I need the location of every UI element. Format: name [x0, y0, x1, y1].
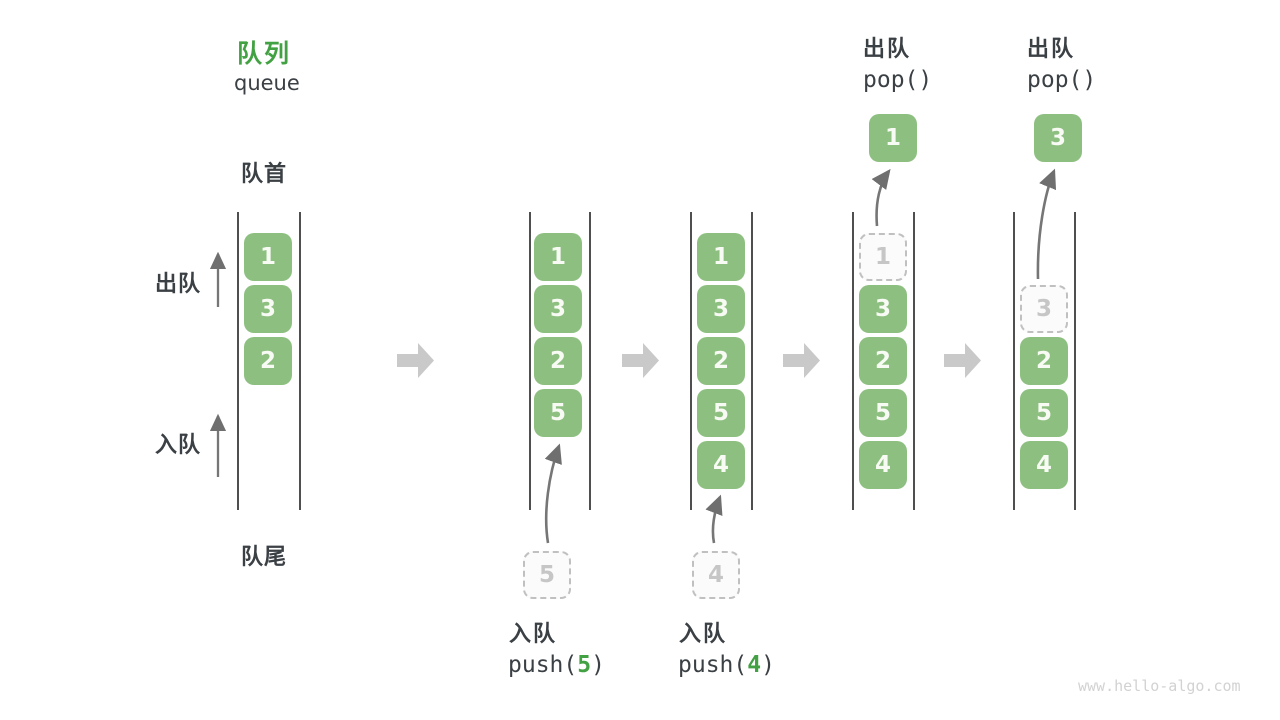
- push5-curve-arrow-icon: [544, 443, 562, 544]
- page-subtitle: queue: [234, 71, 300, 95]
- queue-cell: 1: [534, 233, 582, 281]
- op-push5-code-open: push(: [508, 652, 578, 678]
- flow-arrow-icon: [783, 343, 820, 378]
- queue-cell: 2: [534, 337, 582, 385]
- label-queue-rear: 队尾: [241, 545, 288, 570]
- queue-channel-line: [1013, 212, 1015, 510]
- ghost-cell: 3: [1020, 285, 1068, 333]
- op-push5-code-close: ): [591, 652, 605, 678]
- queue-channel-line: [299, 212, 301, 510]
- ghost-cell: 1: [859, 233, 907, 281]
- popped-cell: 1: [869, 114, 917, 162]
- op-push4-code: push(4): [678, 652, 775, 678]
- page-title: 队列: [237, 39, 292, 68]
- queue-cell: 1: [244, 233, 292, 281]
- queue-channel-line: [751, 212, 753, 510]
- queue-cell: 2: [244, 337, 292, 385]
- op-push5-code: push(5): [508, 652, 605, 678]
- queue-cell: 3: [697, 285, 745, 333]
- queue-cell: 4: [697, 441, 745, 489]
- queue-cell: 4: [1020, 441, 1068, 489]
- flow-arrow-icon: [397, 343, 434, 378]
- op-pop1-label: 出队: [863, 37, 912, 62]
- op-push5-arg: 5: [577, 652, 592, 678]
- queue-cell: 3: [534, 285, 582, 333]
- queue-cell: 2: [1020, 337, 1068, 385]
- queue-cell: 5: [1020, 389, 1068, 437]
- incoming-cell: 4: [692, 551, 740, 599]
- queue-channel-line: [589, 212, 591, 510]
- pop1-curve-arrow-icon: [871, 168, 891, 227]
- queue-cell: 5: [697, 389, 745, 437]
- incoming-cell: 5: [523, 551, 571, 599]
- queue-channel-line: [237, 212, 239, 510]
- op-push4-code-close: ): [761, 652, 775, 678]
- label-enqueue-side: 入队: [155, 433, 202, 458]
- op-pop1-code: pop(): [863, 67, 933, 93]
- queue-cell: 2: [697, 337, 745, 385]
- watermark: www.hello-algo.com: [1078, 677, 1241, 695]
- queue-cell: 2: [859, 337, 907, 385]
- queue-cell: 5: [859, 389, 907, 437]
- popped-cell: 3: [1034, 114, 1082, 162]
- label-dequeue-side: 出队: [155, 272, 202, 297]
- op-push4-arg: 4: [747, 652, 762, 678]
- op-push4-label: 入队: [679, 622, 728, 647]
- queue-channel-line: [690, 212, 692, 510]
- queue-cell: 5: [534, 389, 582, 437]
- queue-cell: 4: [859, 441, 907, 489]
- op-push5-label: 入队: [509, 622, 558, 647]
- flow-arrow-icon: [944, 343, 981, 378]
- queue-cell: 3: [859, 285, 907, 333]
- op-push4-code-open: push(: [678, 652, 748, 678]
- queue-cell: 3: [244, 285, 292, 333]
- queue-channel-line: [852, 212, 854, 510]
- label-queue-front: 队首: [241, 162, 288, 187]
- op-pop2-label: 出队: [1027, 37, 1076, 62]
- queue-cell: 1: [697, 233, 745, 281]
- queue-channel-line: [913, 212, 915, 510]
- queue-channel-line: [1074, 212, 1076, 510]
- flow-arrow-icon: [622, 343, 659, 378]
- op-pop2-code: pop(): [1027, 67, 1097, 93]
- push4-curve-arrow-icon: [705, 494, 723, 544]
- queue-channel-line: [529, 212, 531, 510]
- pop2-curve-arrow-icon: [1036, 168, 1057, 280]
